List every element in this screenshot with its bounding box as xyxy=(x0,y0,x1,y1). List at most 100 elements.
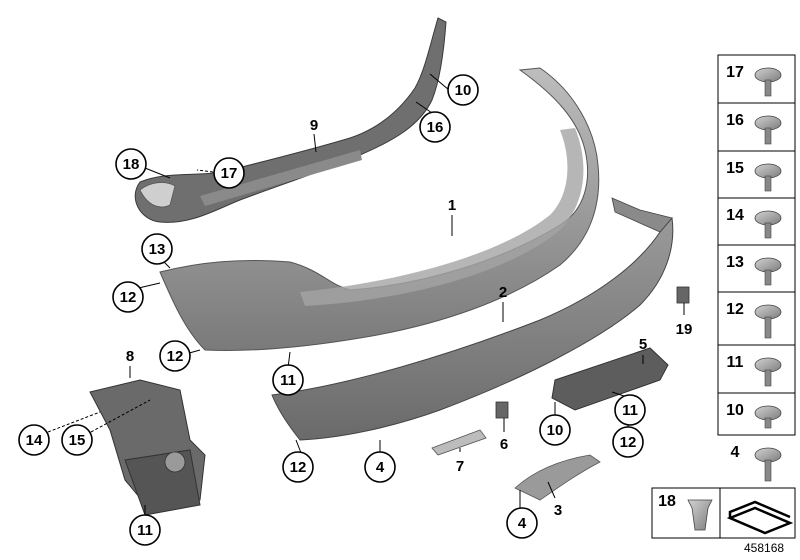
callout-label: 9 xyxy=(310,117,318,134)
lower-shield xyxy=(551,347,669,411)
plastic-screw-shank xyxy=(764,316,772,339)
reflector-strip xyxy=(431,429,487,456)
deflector-plate xyxy=(514,454,601,501)
small-cover-6 xyxy=(495,401,509,419)
callout-c2: 2 xyxy=(499,284,507,301)
hardware-row-pin: 4 xyxy=(718,434,795,482)
hardware-label: 17 xyxy=(726,64,744,81)
callout-c13: 13 xyxy=(141,233,173,265)
hex-bolt-with-washer-shank xyxy=(764,79,772,97)
callout-circle xyxy=(115,148,147,180)
callout-label: 12 xyxy=(290,459,307,476)
small-cover-19 xyxy=(676,286,690,304)
lower-bumper-panel xyxy=(271,197,674,441)
callout-label: 14 xyxy=(26,432,43,449)
hardware-label: 4 xyxy=(731,444,740,461)
callout-label: 15 xyxy=(69,432,86,449)
hardware-row-hex-nut: 16 xyxy=(718,102,795,145)
callout-circle xyxy=(141,233,173,265)
hardware-row-collar-screw: 10 xyxy=(718,392,795,429)
expanding-nut-icon xyxy=(687,499,713,531)
callout-circle xyxy=(129,514,161,546)
callout-label: 8 xyxy=(126,348,134,365)
callout-label: 4 xyxy=(518,515,527,532)
callout-label: 10 xyxy=(455,82,472,99)
callout-label: 19 xyxy=(676,321,693,338)
hardware-row-hex-bolt-with-washer: 17 xyxy=(726,64,782,97)
callout-circle xyxy=(159,340,191,372)
callout-circle xyxy=(506,507,538,539)
callout-c12d: 12 xyxy=(612,426,644,458)
callout-label: 11 xyxy=(622,402,638,419)
callout-c19: 19 xyxy=(676,321,693,338)
hex-nut-shank xyxy=(764,127,772,145)
callout-c9: 9 xyxy=(310,117,318,134)
hardware-row-flange-nut: 15 xyxy=(718,150,795,192)
callout-label: 6 xyxy=(500,436,508,453)
callout-c14: 14 xyxy=(18,424,50,456)
callout-c11a: 11 xyxy=(272,364,304,396)
hardware-label: 13 xyxy=(726,254,744,271)
hardware-label: 12 xyxy=(726,301,744,318)
callout-circle xyxy=(614,394,646,426)
callout-label: 13 xyxy=(149,241,166,258)
callout-c3: 3 xyxy=(554,502,562,519)
diagram-reference-number: 458168 xyxy=(744,541,784,555)
callout-label: 17 xyxy=(221,165,238,182)
callout-c12a: 12 xyxy=(112,281,144,313)
rear-bumper-panel xyxy=(159,67,600,351)
callout-c6: 6 xyxy=(500,436,508,453)
side-bracket xyxy=(89,379,206,516)
hardware-row-expanding-rivet: 14 xyxy=(718,197,795,239)
spring-clip-shank xyxy=(764,369,772,387)
callout-label: 11 xyxy=(280,372,296,389)
callout-label: 2 xyxy=(499,284,507,301)
bumper-carrier-bracket xyxy=(134,17,447,223)
callout-label: 10 xyxy=(547,422,564,439)
hardware-panel: 17 16 15 14 13 12 11 10 4 18 xyxy=(651,54,796,539)
callout-label: 4 xyxy=(376,459,385,476)
callout-circle xyxy=(364,451,396,483)
hardware-label: 18 xyxy=(658,493,676,510)
spreader-clip-shank xyxy=(764,269,772,286)
hardware-label: 16 xyxy=(726,112,744,129)
hardware-label: 11 xyxy=(727,354,744,371)
callout-circle xyxy=(18,424,50,456)
hardware-row-spreader-clip: 13 xyxy=(718,244,795,286)
callout-c12b: 12 xyxy=(159,340,191,372)
callout-c4b: 4 xyxy=(506,507,538,539)
flange-nut-shank xyxy=(764,175,772,192)
callout-c17: 17 xyxy=(213,157,245,189)
callout-c12c: 12 xyxy=(282,451,314,483)
expanding-rivet-shank xyxy=(764,222,772,239)
callout-label: 18 xyxy=(123,156,140,173)
hardware-label: 15 xyxy=(726,160,744,177)
pin-shank xyxy=(764,459,772,482)
collar-screw-shank xyxy=(764,417,772,429)
callout-label: 1 xyxy=(448,197,456,214)
callout-c15: 15 xyxy=(61,424,93,456)
hardware-label: 10 xyxy=(726,402,744,419)
callout-label: 16 xyxy=(427,119,444,136)
callout-circle xyxy=(61,424,93,456)
callout-circle xyxy=(112,281,144,313)
callout-label: 12 xyxy=(167,348,184,365)
hardware-row-plastic-screw: 12 xyxy=(718,291,795,339)
callout-label: 3 xyxy=(554,502,562,519)
callout-label: 5 xyxy=(639,336,647,353)
callout-c18: 18 xyxy=(115,148,147,180)
callout-circle xyxy=(447,74,479,106)
callout-circle xyxy=(282,451,314,483)
callout-label: 12 xyxy=(120,289,137,306)
callout-label: 12 xyxy=(620,434,637,451)
callout-c4a: 4 xyxy=(364,451,396,483)
callout-label: 11 xyxy=(137,522,153,539)
callout-c16: 16 xyxy=(419,111,451,143)
callout-c10a: 10 xyxy=(447,74,479,106)
callout-circle xyxy=(213,157,245,189)
callout-circle xyxy=(539,414,571,446)
callout-c11c: 11 xyxy=(129,514,161,546)
callout-c10b: 10 xyxy=(539,414,571,446)
